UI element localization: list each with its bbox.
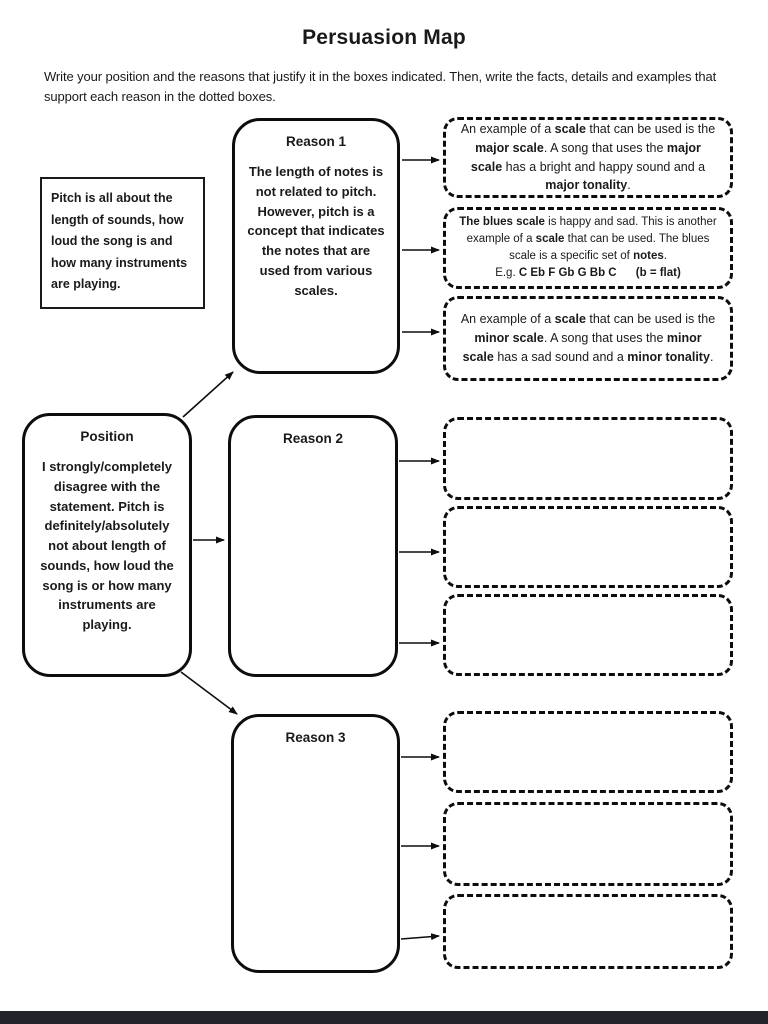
reason2-box: Reason 2	[228, 415, 398, 677]
fact-box-reason1-1: An example of a scale that can be used i…	[443, 117, 733, 198]
fact-text: The blues scale is happy and sad. This i…	[459, 215, 717, 280]
reason1-text: The length of notes is not related to pi…	[247, 164, 385, 298]
reason3-title: Reason 3	[285, 730, 346, 745]
reason2-title: Reason 2	[282, 431, 344, 446]
statement-text: Pitch is all about the length of sounds,…	[51, 191, 188, 291]
page-footer-bar	[0, 1011, 768, 1024]
position-box: Position I strongly/completely disagree …	[22, 413, 192, 677]
fact-box-reason3-2-empty	[443, 802, 733, 886]
fact-text: An example of a scale that can be used i…	[460, 312, 716, 364]
page-title: Persuasion Map	[302, 26, 466, 49]
fact-box-reason1-3: An example of a scale that can be used i…	[443, 296, 733, 381]
arrow-reason3-to-fact3	[400, 933, 440, 941]
reason3-box: Reason 3	[231, 714, 400, 973]
fact-box-reason1-2: The blues scale is happy and sad. This i…	[443, 207, 733, 289]
fact-box-reason2-3-empty	[443, 594, 733, 676]
position-text: I strongly/completely disagree with the …	[40, 459, 174, 632]
statement-box: Pitch is all about the length of sounds,…	[40, 177, 205, 309]
reason1-title: Reason 1	[285, 134, 347, 149]
arrow-position-to-reason3	[180, 671, 238, 715]
fact-box-reason2-1-empty	[443, 417, 733, 500]
arrow-position-to-reason1	[182, 371, 234, 418]
reason1-box: Reason 1 The length of notes is not rela…	[232, 118, 400, 374]
fact-box-reason2-2-empty	[443, 506, 733, 588]
position-title: Position	[80, 429, 134, 444]
fact-box-reason3-3-empty	[443, 894, 733, 969]
instructions-text: Write your position and the reasons that…	[44, 69, 717, 105]
fact-text: An example of a scale that can be used i…	[460, 122, 716, 193]
fact-box-reason3-1-empty	[443, 711, 733, 793]
